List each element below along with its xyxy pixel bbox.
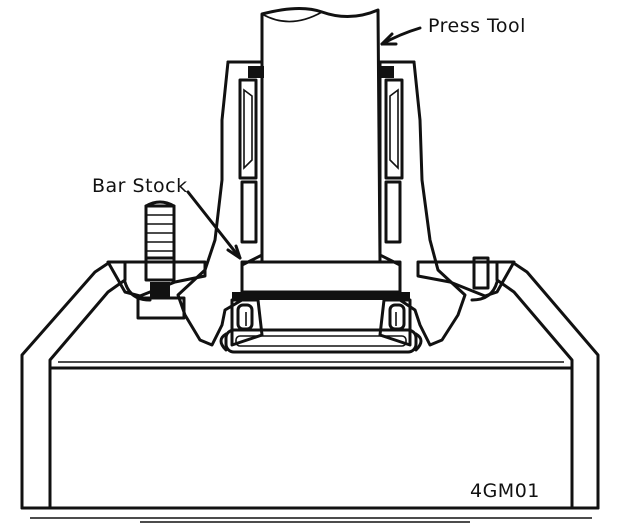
bar-stock <box>240 260 402 294</box>
wheel-hub <box>176 60 467 347</box>
leader-press-tool <box>380 26 422 46</box>
leader-bar-stock <box>186 190 242 260</box>
seal-right <box>378 66 394 78</box>
drum-inner-edge-left <box>123 280 152 302</box>
outer-bearing-race-upper <box>238 78 404 244</box>
wheel-stud <box>136 200 186 320</box>
press-tool-label: Press Tool <box>428 15 526 37</box>
bar-stock-label: Bar Stock <box>92 175 188 197</box>
brake-drum <box>20 260 600 523</box>
seal-left <box>248 66 264 78</box>
figure-code-label: 4GM01 <box>470 480 540 502</box>
roller-left <box>236 303 254 331</box>
drum-inner-edge-right <box>470 280 499 302</box>
stud-right <box>472 256 490 290</box>
press-tool <box>260 7 382 264</box>
roller-right <box>388 303 406 331</box>
inner-bearing <box>219 292 423 354</box>
